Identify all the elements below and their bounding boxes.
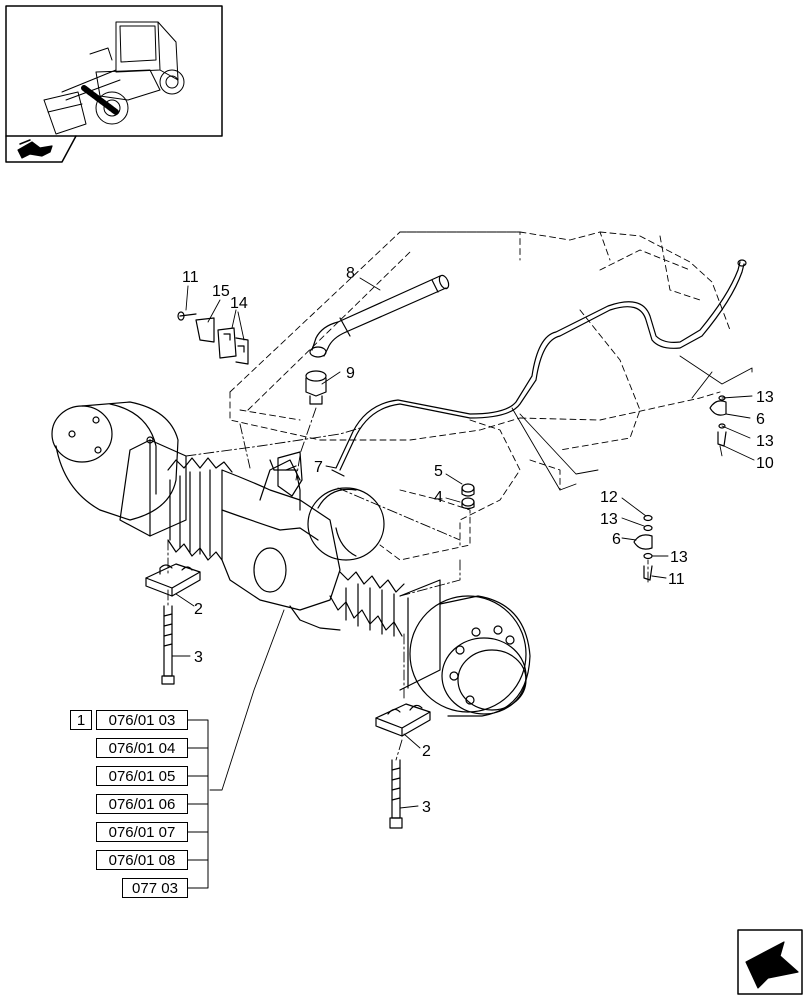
callout-9: 9	[346, 365, 355, 382]
clip-parts-mid-right	[633, 514, 653, 581]
loader-thumbnail-icon	[43, 21, 185, 135]
clamp-plate-2-right	[375, 703, 431, 737]
bolt-3-left	[161, 605, 175, 685]
next-page-arrow-icon	[737, 929, 803, 995]
fitting-9	[305, 370, 327, 405]
frame-outline	[229, 231, 731, 561]
callout-3b: 3	[422, 799, 431, 816]
callout-leader-lines	[171, 277, 755, 809]
callout-7: 7	[314, 459, 323, 476]
callout-2b: 2	[422, 743, 431, 760]
callout-6b: 6	[612, 531, 621, 548]
reference-bracket-lines	[187, 719, 209, 889]
reference-link-7[interactable]: 077 03	[122, 878, 188, 898]
clamp-parts-top-left	[177, 311, 249, 365]
callout-12: 12	[600, 489, 618, 506]
reference-link-4[interactable]: 076/01 06	[96, 794, 188, 814]
reference-link-6[interactable]: 076/01 08	[96, 850, 188, 870]
axle-assembly	[51, 401, 531, 717]
page-arrow-icon	[17, 139, 53, 159]
callout-6a: 6	[756, 411, 765, 428]
callout-13d: 13	[670, 549, 688, 566]
clamp-plate-2-left	[145, 563, 201, 597]
callout-13b: 13	[756, 433, 774, 450]
callout-10: 10	[756, 455, 774, 472]
brake-line-pipe	[331, 259, 747, 477]
thumbnail-frame	[5, 5, 223, 163]
bolt-3-right	[389, 759, 403, 829]
clip-parts-upper-right	[709, 395, 727, 447]
hose-8	[309, 274, 450, 358]
callout-14: 14	[230, 295, 248, 312]
nut-washer-4-5	[461, 483, 475, 510]
reference-link-5[interactable]: 076/01 07	[96, 822, 188, 842]
callout-15: 15	[212, 283, 230, 300]
callout-13a: 13	[756, 389, 774, 406]
callout-11b: 11	[668, 571, 685, 588]
callout-13c: 13	[600, 511, 618, 528]
reference-link-1[interactable]: 076/01 03	[96, 710, 188, 730]
assembly-center-lines	[167, 407, 723, 761]
callout-3a: 3	[194, 649, 203, 666]
callout-8: 8	[346, 265, 355, 282]
callout-11a: 11	[182, 269, 199, 286]
reference-link-3[interactable]: 076/01 05	[96, 766, 188, 786]
callout-5: 5	[434, 463, 443, 480]
reference-link-2[interactable]: 076/01 04	[96, 738, 188, 758]
reference-index-box: 1	[70, 710, 92, 730]
callout-2a: 2	[194, 601, 203, 618]
callout-numbers: 11 15 14 8 9 7 5 4 13 6 13 10 12 13 6 13…	[182, 265, 774, 816]
callout-4: 4	[434, 489, 443, 506]
